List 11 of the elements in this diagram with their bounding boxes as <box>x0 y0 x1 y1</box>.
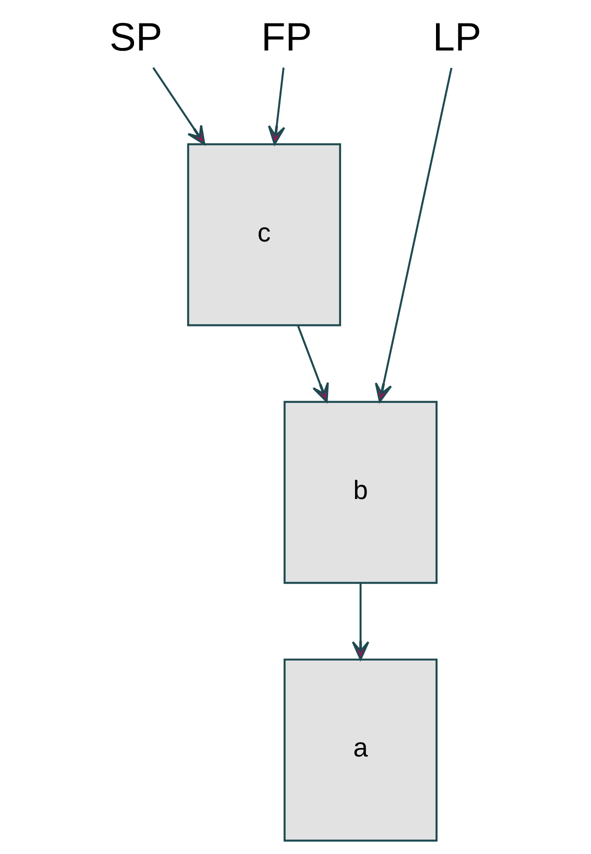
node-text: SP <box>110 15 162 60</box>
arrow <box>268 68 286 145</box>
node-box: a <box>284 658 438 842</box>
arrow <box>152 67 206 145</box>
arrow <box>374 68 452 402</box>
arrow <box>352 582 370 660</box>
node-text: LP <box>432 15 482 60</box>
node-text: FP <box>261 15 312 60</box>
node-box: c <box>187 143 342 326</box>
node-box: b <box>284 400 438 584</box>
arrow <box>296 324 329 402</box>
